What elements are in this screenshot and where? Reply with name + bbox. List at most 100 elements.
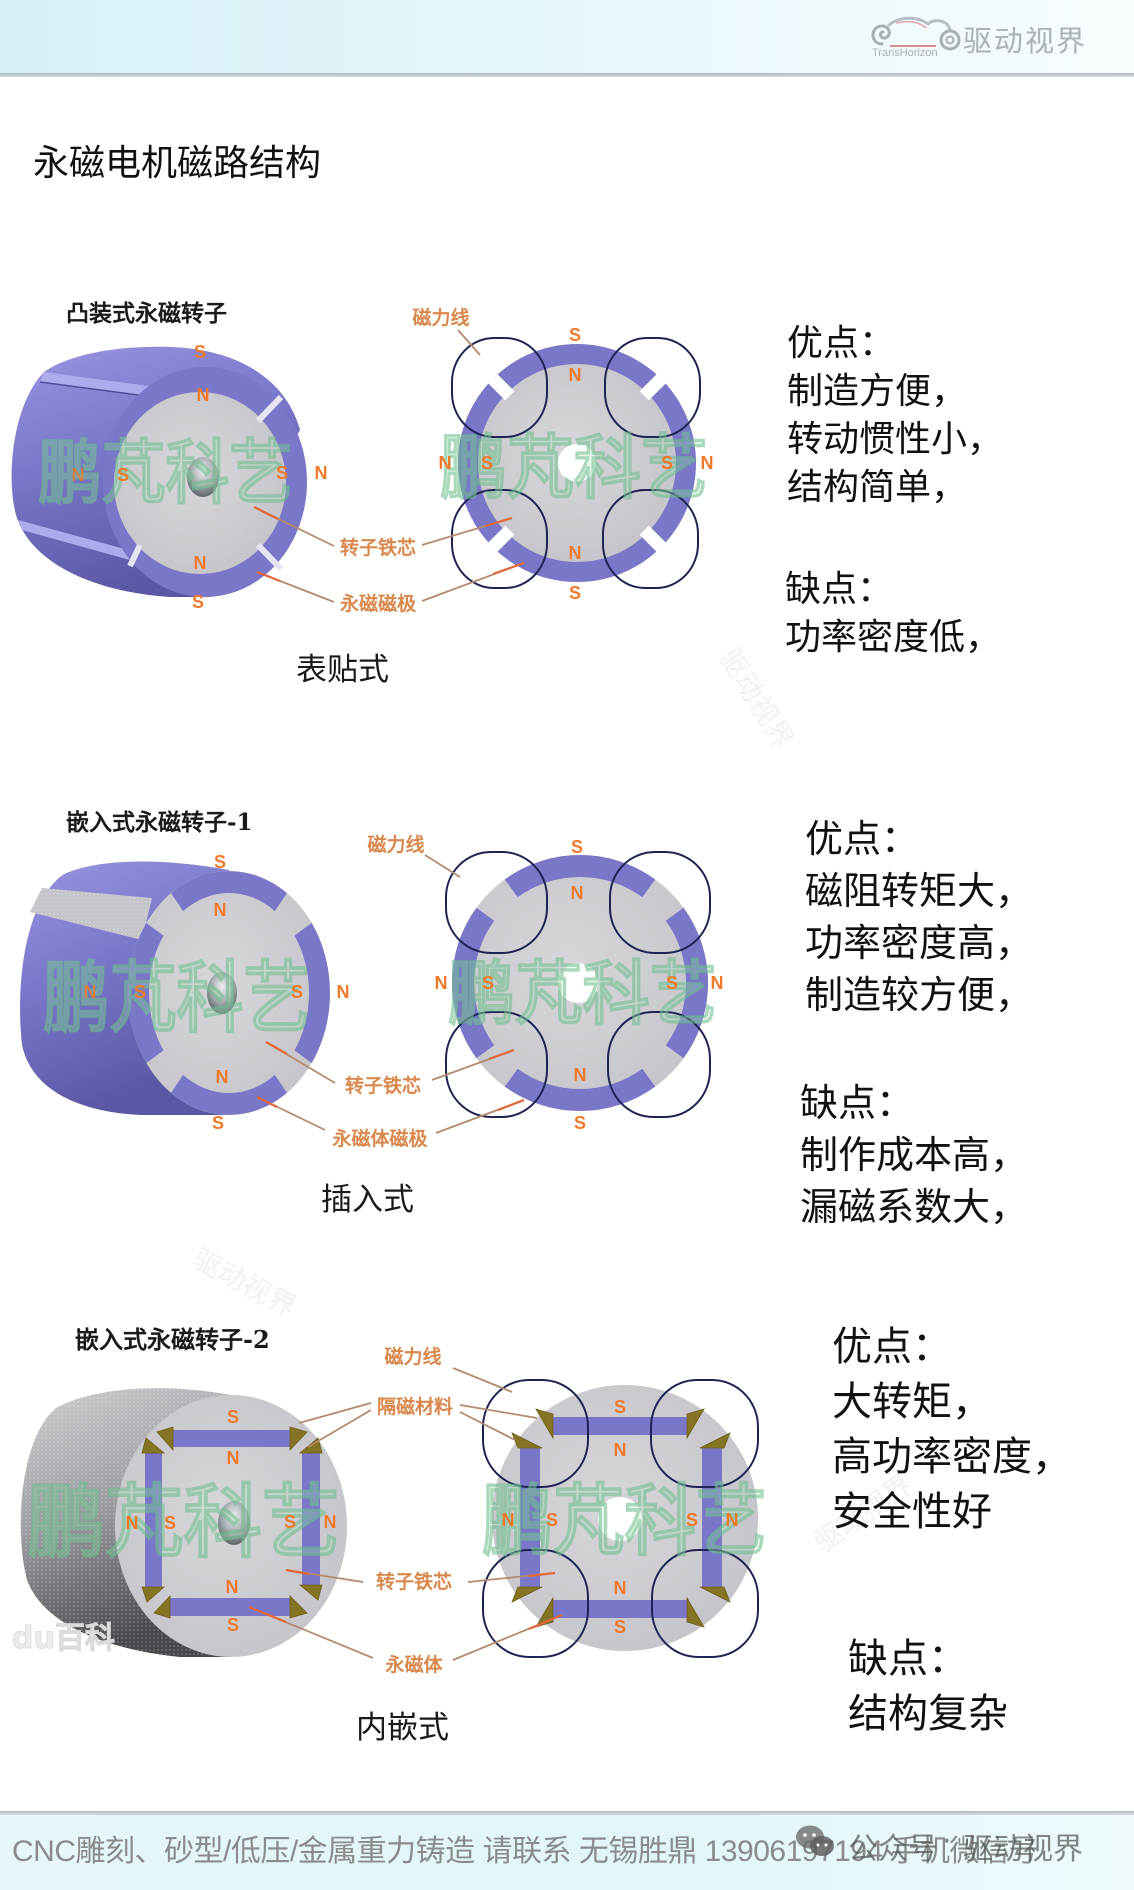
magnet [665, 907, 709, 1059]
magnet [451, 907, 495, 1059]
magnet [294, 923, 330, 1063]
diagram-watermark: 鹏芃科艺 [38, 432, 293, 514]
pole-label-n: N [614, 1440, 627, 1460]
pole-label-n: N [726, 1510, 739, 1530]
magnet-bar [302, 1453, 320, 1585]
logo-subtext: TransHorizon [872, 47, 938, 59]
header-divider [0, 73, 1134, 77]
footer-divider [0, 1811, 1134, 1815]
label-magnet: 永磁体 [384, 1653, 443, 1676]
cons-item: 功率密度低， [785, 617, 1002, 658]
pole-label-n: N [435, 973, 448, 993]
cons-item: 结构复杂 [848, 1691, 1008, 1737]
shaft-hole [558, 963, 598, 1003]
pole-label-n: N [315, 463, 328, 483]
pros-item: 磁阻转矩大， [805, 869, 1034, 913]
magnet-bar [170, 1598, 290, 1616]
pole-label-s: S [614, 1617, 626, 1637]
inset-rotor-cross-section [445, 851, 711, 1118]
pole-label-n: N [227, 1448, 240, 1468]
pole-label-n: N [711, 973, 724, 993]
label-rotor-core: 转子铁芯 [376, 1570, 452, 1593]
pole-label-s: S [569, 325, 581, 345]
shaft-hole [558, 444, 596, 482]
pole-labels-section: S N N S S N N S [439, 325, 714, 603]
pros-item: 结构简单， [787, 467, 968, 508]
flux-barriers [511, 1408, 731, 1628]
logo-text: 驱动视界 [963, 24, 1088, 58]
pros-title: 优点： [805, 817, 920, 861]
cons-title: 缺点： [785, 569, 894, 610]
pole-label-s: S [571, 837, 583, 857]
pole-label-s: S [481, 453, 493, 473]
label-magnet: 永磁磁极 [339, 592, 417, 615]
magnet-gaps [485, 371, 669, 555]
type-caption-interior: 内嵌式 [356, 1710, 449, 1746]
pole-label-s: S [546, 1510, 558, 1530]
magnet-bar [173, 1430, 290, 1447]
pole-label-n: N [569, 543, 582, 563]
cloud-swirl-logo-icon [871, 16, 961, 51]
label-rotor-core: 转子铁芯 [340, 536, 416, 559]
pole-label-s: S [666, 973, 678, 993]
pole-label-s: S [227, 1615, 239, 1635]
pole-label-s: S [574, 1113, 586, 1133]
footer-separator: · [942, 1824, 952, 1859]
label-flux-barrier: 隔磁材料 [377, 1395, 453, 1418]
surface-rotor-3d-view [11, 346, 307, 597]
pole-label-s: S [291, 982, 303, 1002]
cons-title: 缺点： [848, 1636, 968, 1682]
pole-label-n: N [614, 1578, 627, 1598]
pros-item: 转动惯性小， [787, 419, 1004, 460]
pros-list: 优点： 大转矩， 高功率密度， 安全性好 [832, 1320, 1072, 1540]
interior-rotor-diagram: 鹏芃科艺 鹏芃科艺 du百科 S N N S S N N S S N N S S… [12, 1345, 768, 1676]
pros-item: 功率密度高， [805, 921, 1034, 965]
pros-list: 优点： 磁阻转矩大， 功率密度高， 制造较方便， [805, 813, 1033, 1021]
pros-item: 高功率密度， [832, 1434, 1072, 1480]
footer-contact-text: CNC雕刻、砂型/低压/金属重力铸造 请联系 无锡胜鼎 13906197194 … [12, 1835, 1039, 1868]
pros-item: 制造方便， [787, 371, 968, 412]
pros-list: 优点： 制造方便， 转动惯性小， 结构简单， [787, 320, 1003, 512]
magnet [171, 1074, 287, 1115]
pole-label-n: N [84, 982, 97, 1002]
magnet [171, 871, 287, 912]
surface-mount-rotor-diagram: 鹏芃科艺 鹏芃科艺 S N N S S N N S S N N S S N N … [11, 306, 714, 615]
cons-list: 缺点： 制作成本高， 漏磁系数大， [800, 1077, 1028, 1233]
cons-list: 缺点： 结构复杂 [848, 1632, 1008, 1742]
diagram-title-inset-rotor-1: 嵌入式永磁转子-1 [66, 809, 253, 836]
baidu-baike-watermark: du百科 [12, 1621, 115, 1656]
magnet-bar [552, 1600, 688, 1618]
footer-bar [0, 1815, 1134, 1890]
pole-label-n: N [216, 1067, 229, 1087]
pole-label-n: N [337, 982, 350, 1002]
diagram-watermark: 鹏芃科艺 [482, 1477, 767, 1567]
pole-label-s: S [284, 1512, 296, 1532]
pole-label-s: S [614, 1397, 626, 1417]
pole-labels-3d: S N N S S N N S [72, 342, 328, 612]
diagram-title-surface-rotor: 凸装式永磁转子 [66, 300, 227, 327]
cons-item: 漏磁系数大， [800, 1185, 1029, 1229]
pole-labels-section: S N N S S N N S [435, 837, 724, 1133]
pole-labels-3d: S N N S S N N S [126, 1407, 337, 1635]
magnet-bar [145, 1453, 162, 1587]
pole-label-n: N [324, 1512, 337, 1532]
cons-item: 制作成本高， [800, 1133, 1029, 1177]
shaft-hole [598, 1497, 642, 1541]
pros-item: 制造较方便， [805, 973, 1034, 1017]
pole-label-n: N [502, 1510, 515, 1530]
pole-label-n: N [226, 1577, 239, 1597]
pole-label-n: N [72, 465, 85, 485]
magnet-bar [520, 1448, 540, 1587]
label-flux-lines: 磁力线 [367, 833, 424, 856]
pole-label-s: S [164, 1513, 176, 1533]
type-caption-surface: 表贴式 [296, 652, 389, 688]
label-rotor-core: 转子铁芯 [345, 1074, 421, 1097]
pros-title: 优点： [832, 1324, 952, 1370]
wechat-official-account-label: 公众号 [848, 1832, 938, 1867]
pole-label-s: S [686, 1510, 698, 1530]
pole-label-s: S [227, 1407, 239, 1427]
magnet [504, 854, 656, 898]
flux-barriers [141, 1426, 323, 1619]
inset-rotor-diagram: 鹏芃科艺 鹏芃科艺 S N N S S N N S S N N S S N N … [20, 833, 724, 1150]
label-flux-lines: 磁力线 [384, 1345, 441, 1368]
